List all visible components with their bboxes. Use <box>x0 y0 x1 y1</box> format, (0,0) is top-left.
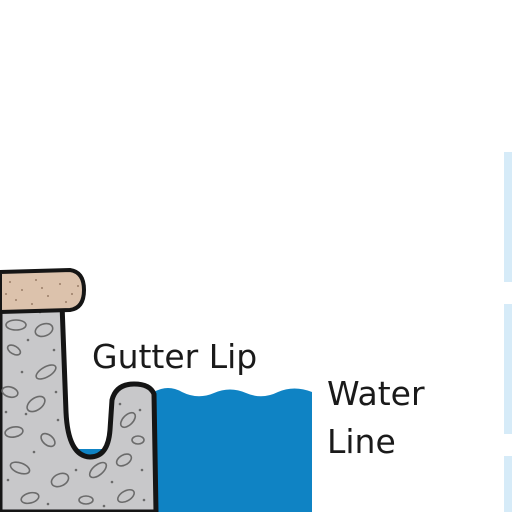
water-line-label-line2: Line <box>327 422 396 461</box>
water-line-label: Water Line <box>327 370 425 466</box>
side-panel-top <box>504 152 512 282</box>
capstone-texture <box>5 279 79 305</box>
side-panel-bottom <box>504 456 512 512</box>
water-line-label-line1: Water <box>327 374 425 413</box>
aggregate-dots <box>4 310 146 508</box>
capstone-slab <box>0 268 86 314</box>
water-body <box>154 388 312 512</box>
gutter-lip-label: Gutter Lip <box>92 337 258 376</box>
aggregate-pebbles <box>1 319 145 505</box>
side-panel-middle <box>504 304 512 434</box>
